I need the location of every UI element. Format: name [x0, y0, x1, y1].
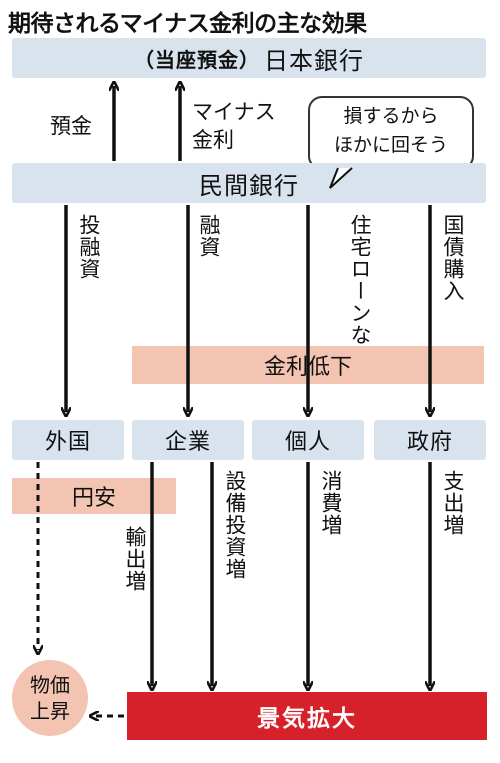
deposit-label: 預金: [50, 114, 92, 138]
speech-bubble: 損するから ほかに回そう: [308, 96, 474, 170]
channel-loans: 融資: [197, 214, 221, 258]
prices-rise-circle: 物価 上昇: [12, 660, 88, 736]
sector-individuals: 個人: [252, 420, 364, 460]
sector-overseas: 外国: [12, 420, 124, 460]
negative-rate-label: マイナス 金利: [192, 100, 276, 152]
private-banks-box: 民間銀行: [12, 163, 486, 203]
boj-box: （当座預金） 日本銀行: [12, 38, 486, 78]
bubble-tail: [329, 167, 353, 189]
sector-companies: 企業: [132, 420, 244, 460]
effect-exports: 輸出増: [123, 526, 147, 592]
channel-investment-loans: 投融資: [77, 214, 101, 280]
prices-line2: 上昇: [30, 699, 70, 723]
channel-jgb: 国債購入: [441, 214, 465, 302]
diagram-title: 期待されるマイナス金利の主な効果: [8, 11, 367, 37]
effect-consumption: 消費増: [319, 470, 343, 536]
boj-name: 日本銀行: [264, 46, 364, 75]
effect-spending: 支出増: [441, 470, 465, 536]
economic-expansion-bar: 景気拡大: [127, 692, 487, 740]
channel-housing: 住宅ローンなど: [318, 214, 372, 368]
boj-note: （当座預金）: [134, 47, 260, 72]
prices-line1: 物価: [30, 673, 70, 697]
channel-housing-text: 住宅ローンなど: [348, 214, 372, 368]
sector-government: 政府: [374, 420, 486, 460]
effect-capex: 設備投資増: [223, 470, 247, 580]
